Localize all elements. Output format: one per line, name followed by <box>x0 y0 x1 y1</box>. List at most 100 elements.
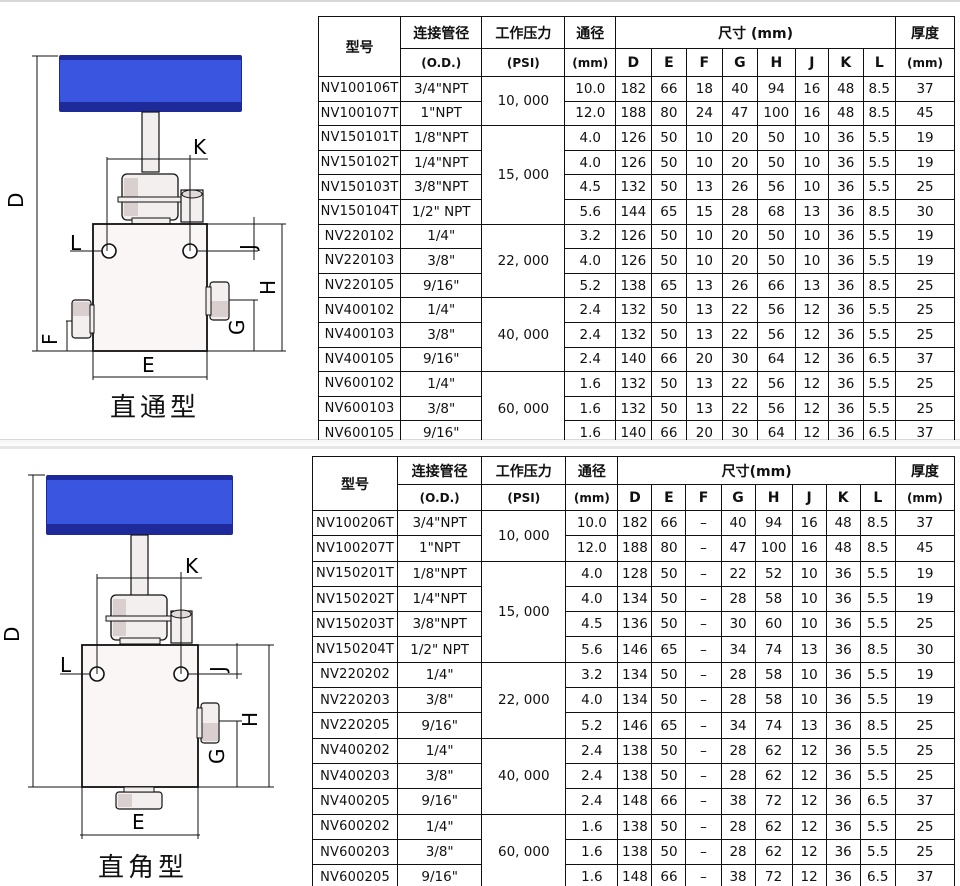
col-header-pressure: 工作压力 <box>481 456 567 485</box>
col-subheader-pressure: (PSI) <box>481 48 566 77</box>
model-cell: NV150204T <box>311 636 399 663</box>
model-cell: NV220105 <box>317 272 402 299</box>
dim-cell-e: 50 <box>650 321 688 348</box>
dim-cell-j: 12 <box>791 838 827 866</box>
dim-cell-j: 13 <box>791 712 827 739</box>
od-cell: 1/4" <box>397 737 483 764</box>
dim-cell-d: 146 <box>617 636 653 663</box>
col-subheader-od: (O.D.) <box>397 484 483 511</box>
angle-valve-diagram: D K L J H G E 直角型 <box>0 449 300 883</box>
dim-cell-e: 50 <box>651 560 687 587</box>
bore-cell: 5.6 <box>565 636 619 663</box>
thickness-cell: 25 <box>895 395 955 422</box>
thickness-cell: 19 <box>895 149 955 176</box>
dim-cell-e: 50 <box>651 838 687 866</box>
mount-hole-left <box>101 243 117 259</box>
dim-cell-e: 50 <box>650 149 688 176</box>
dim-cell-j: 10 <box>791 661 827 689</box>
od-cell: 3/8" <box>400 248 483 274</box>
dim-cell-h: 94 <box>757 76 796 102</box>
dim-cell-l: 5.5 <box>862 223 897 250</box>
col-header-bore: 通径 <box>564 16 617 49</box>
dim-cell-l: 5.5 <box>862 248 897 274</box>
dim-cell-d: 148 <box>617 788 653 815</box>
dim-cell-f: 18 <box>686 76 723 102</box>
pressure-cell: 10, 000 <box>481 75 566 127</box>
model-cell: NV150103T <box>317 174 402 200</box>
dim-cell-h: 72 <box>754 864 793 886</box>
dim-cell-l: 8.5 <box>859 509 896 537</box>
dim-cell-g: 28 <box>720 661 756 689</box>
dim-cell-l: 6.5 <box>859 788 896 815</box>
dim-cell-l: 5.5 <box>862 149 897 176</box>
dim-cell-k: 36 <box>825 813 861 840</box>
dim-cell-f: 24 <box>686 100 723 127</box>
dim-cell-f: – <box>685 838 722 866</box>
dim-cell-h: 68 <box>757 198 796 225</box>
dim-cell-k: 36 <box>825 636 861 663</box>
bore-cell: 2.4 <box>565 788 619 815</box>
dim-cell-d: 126 <box>615 149 652 176</box>
dim-cell-e: 80 <box>650 100 688 127</box>
bore-cell: 4.0 <box>564 125 617 151</box>
dim-cell-h: 58 <box>754 687 793 714</box>
angle-valve-drawing: D K L J H G E <box>0 474 274 839</box>
thickness-cell: 19 <box>894 560 956 587</box>
dim-cell-k: 36 <box>828 321 864 348</box>
thickness-cell: 19 <box>894 661 956 689</box>
col-header-dimensions: 尺寸(mm) <box>617 456 896 485</box>
col-subheader-thickness: (mm) <box>895 48 955 77</box>
od-cell: 9/16" <box>397 712 483 739</box>
thickness-cell: 25 <box>895 174 955 200</box>
col-subheader-pressure: (PSI) <box>481 484 567 511</box>
dim-cell-g: 47 <box>720 535 756 562</box>
dim-cell-k: 48 <box>828 76 864 102</box>
dim-label-l: L <box>60 653 72 677</box>
dim-label-j: J <box>206 666 230 674</box>
thickness-cell: 45 <box>895 100 955 127</box>
dim-cell-h: 58 <box>754 661 793 689</box>
dim-cell-l: 5.5 <box>862 297 897 323</box>
dim-cell-d: 126 <box>615 248 652 274</box>
dim-cell-l: 5.5 <box>859 585 896 613</box>
bore-cell: 5.6 <box>564 198 617 225</box>
stem <box>130 534 149 598</box>
od-cell: 1"NPT <box>400 100 483 127</box>
pressure-cell: 60, 000 <box>481 813 567 886</box>
pressure-cell: 40, 000 <box>481 737 567 815</box>
dim-cell-k: 36 <box>825 560 861 587</box>
dim-cell-e: 65 <box>650 272 688 299</box>
dim-label-d: D <box>0 627 24 642</box>
straight-type-caption: 直通型 <box>110 393 201 423</box>
dim-cell-k: 36 <box>825 864 861 886</box>
dim-cell-k: 36 <box>828 395 864 422</box>
od-cell: 1/8"NPT <box>397 560 483 587</box>
dim-cell-d: 132 <box>615 297 652 323</box>
col-subheader-bore: (mm) <box>564 48 617 77</box>
dim-cell-j: 13 <box>794 272 830 299</box>
thickness-cell: 19 <box>894 687 956 714</box>
od-cell: 3/8" <box>400 395 483 422</box>
dim-cell-e: 50 <box>651 687 687 714</box>
dim-cell-k: 36 <box>825 712 861 739</box>
thickness-cell: 37 <box>894 864 956 886</box>
model-cell: NV400205 <box>311 788 399 815</box>
dim-cell-f: 10 <box>686 248 723 274</box>
dim-cell-f: 13 <box>686 371 723 397</box>
col-header-od: 连接管径 <box>397 456 483 485</box>
dim-cell-d: 138 <box>617 737 653 764</box>
thickness-cell: 30 <box>894 636 956 663</box>
bore-cell: 2.4 <box>565 737 619 764</box>
col-header-dim-f: F <box>686 48 723 77</box>
dim-cell-l: 6.5 <box>859 864 896 886</box>
dim-cell-l: 8.5 <box>862 100 897 127</box>
dim-cell-l: 5.5 <box>859 661 896 689</box>
dim-cell-g: 40 <box>720 509 756 537</box>
dim-cell-f: 10 <box>686 223 723 250</box>
